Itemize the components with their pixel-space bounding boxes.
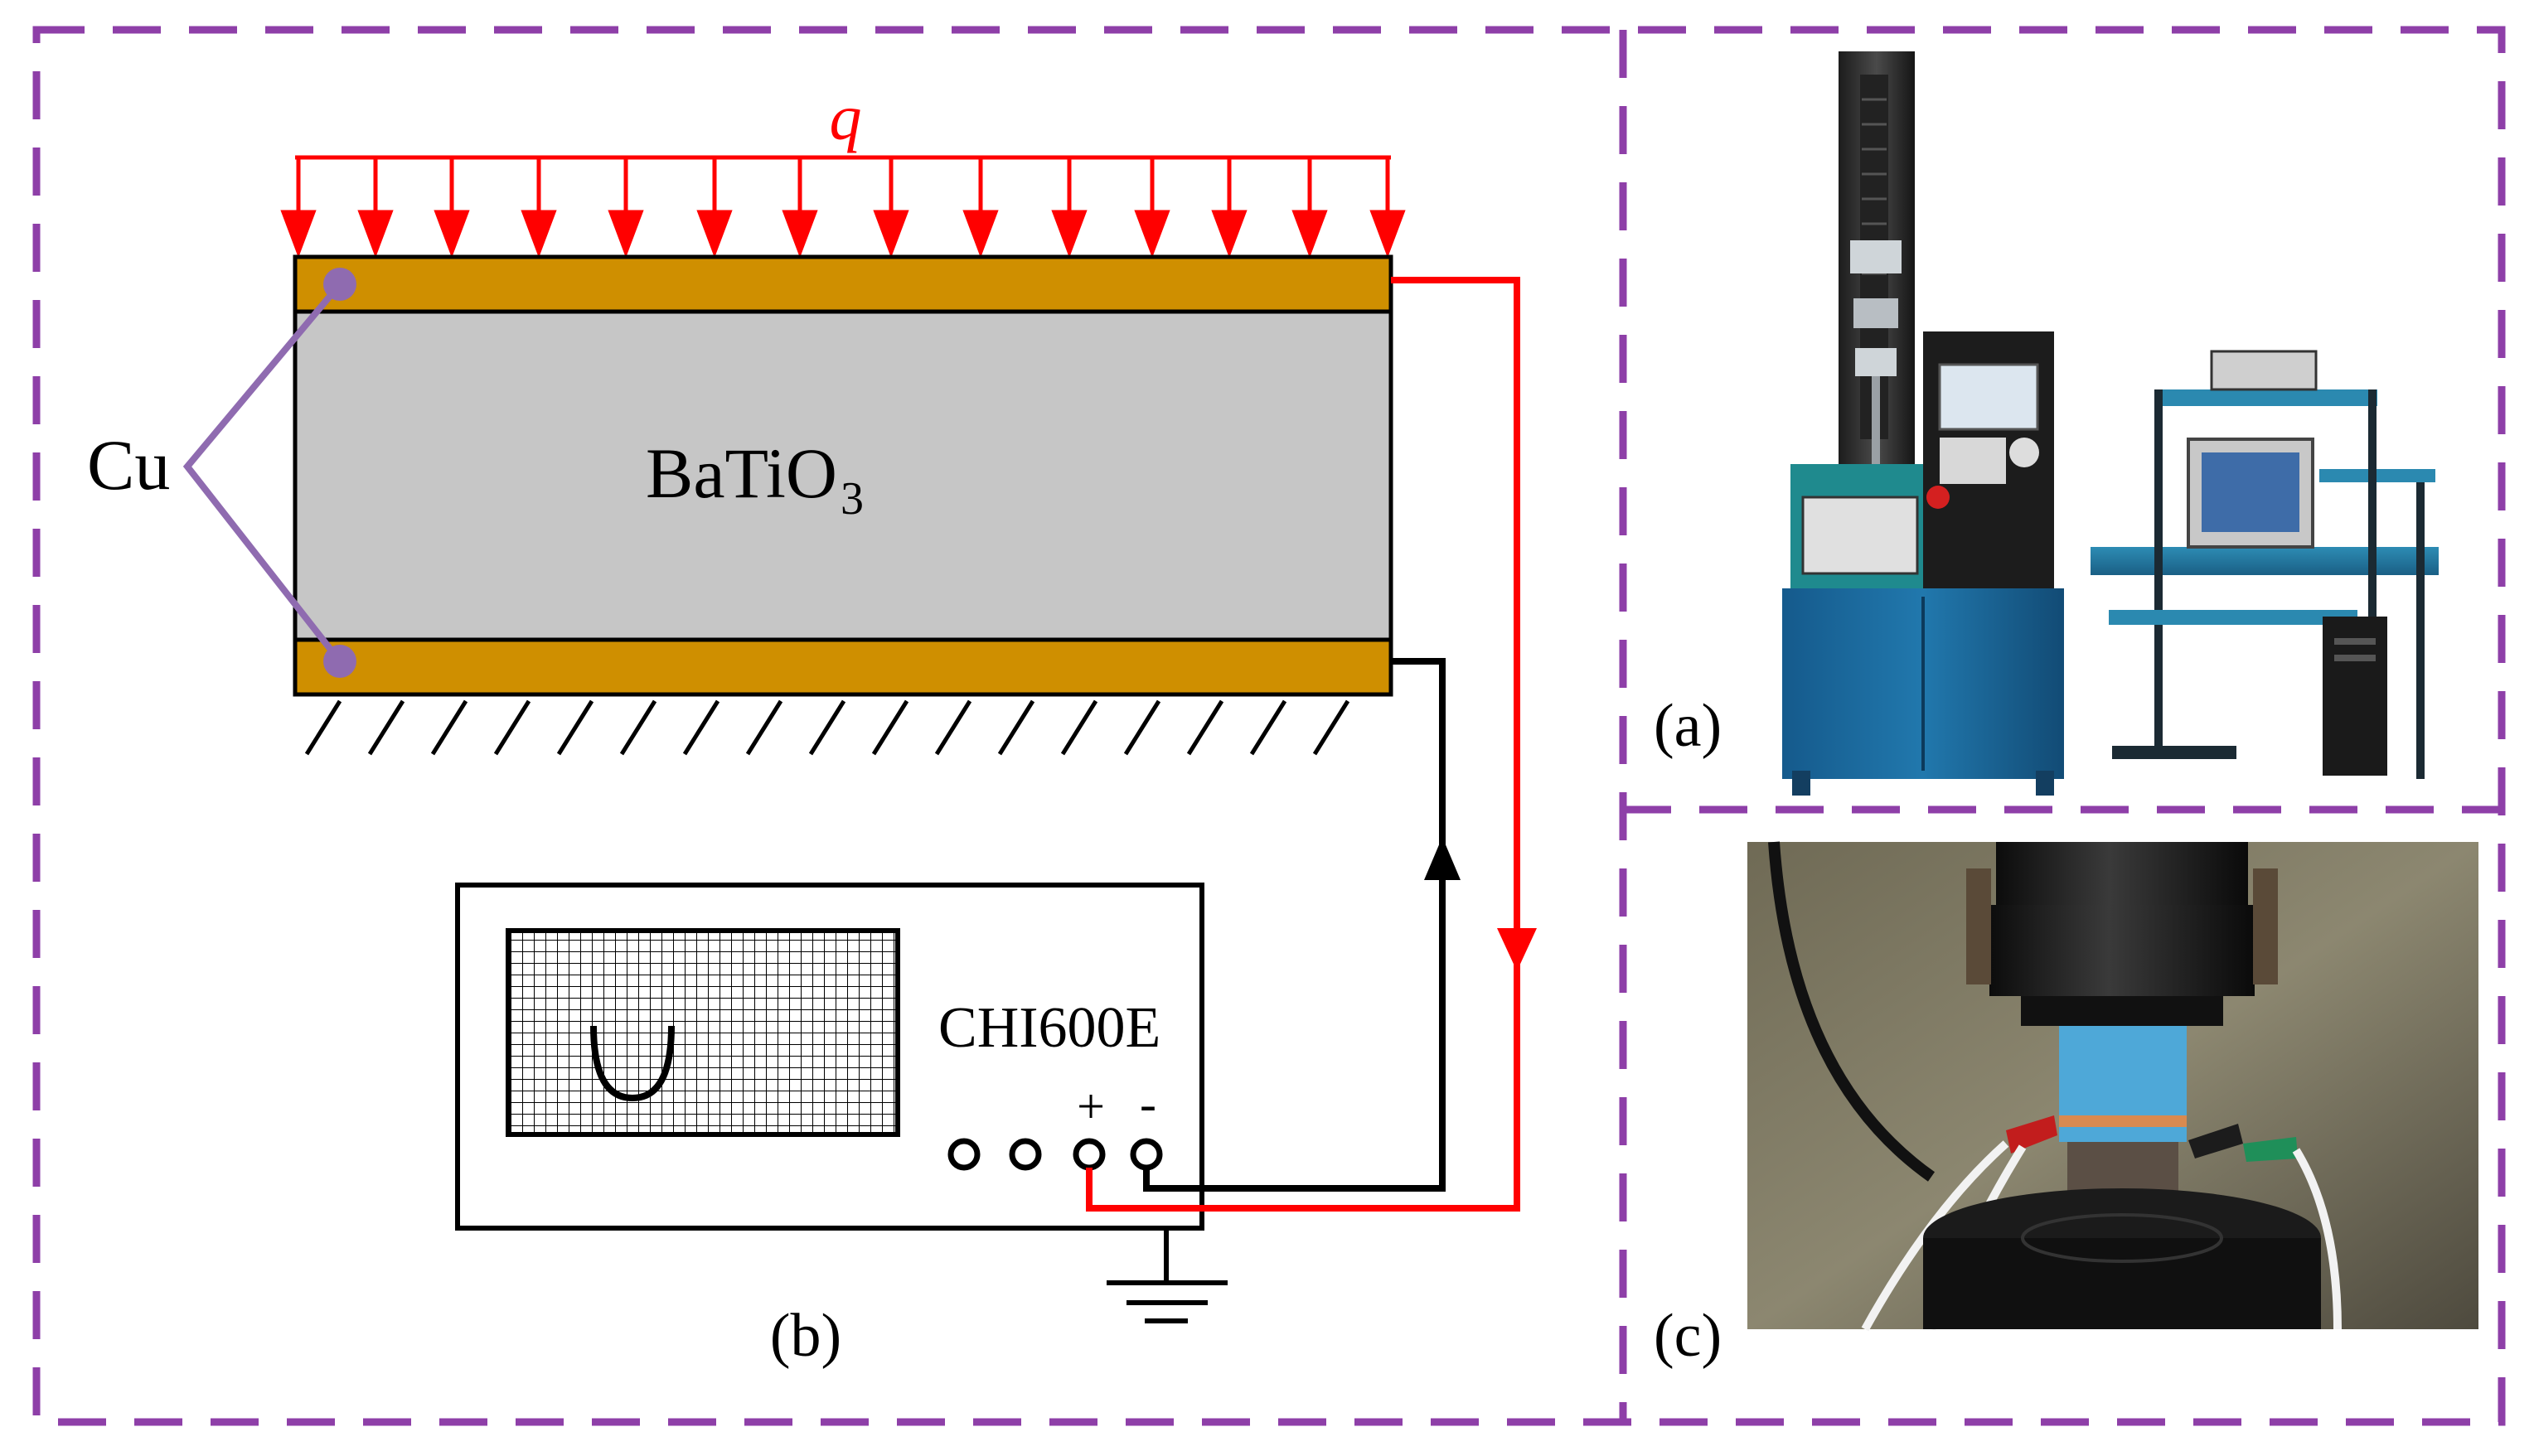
load-label: q bbox=[830, 81, 862, 153]
computer-desk-top bbox=[2091, 547, 2439, 575]
terminal-negative bbox=[1130, 1138, 1163, 1171]
load-arrow-head bbox=[1051, 210, 1088, 259]
load-arrow-head bbox=[608, 210, 644, 259]
load-arrows bbox=[280, 157, 1406, 259]
panel-a-testing-machine: (a) bbox=[1654, 51, 2439, 796]
panel-frames bbox=[32, 26, 2506, 1426]
controller-keypad bbox=[1940, 438, 2006, 484]
hatch-line bbox=[430, 699, 468, 756]
load-arrow-head bbox=[521, 210, 557, 259]
screen-waveform bbox=[590, 1025, 675, 1102]
hatch-line bbox=[1123, 699, 1161, 756]
instrument-terminals bbox=[947, 1138, 1163, 1171]
desk-keyboard-tray bbox=[2109, 610, 2357, 625]
test-lead-clips bbox=[2006, 1115, 2298, 1162]
outer-dashed-frame bbox=[32, 26, 2506, 1426]
hatch-line bbox=[745, 699, 783, 756]
upper-grip bbox=[1850, 240, 1902, 273]
platen-neck bbox=[2021, 996, 2223, 1026]
fixed-support-hatching bbox=[304, 699, 1350, 756]
hatch-line bbox=[1312, 699, 1350, 756]
hatch-line bbox=[367, 699, 405, 756]
hatch-line bbox=[493, 699, 531, 756]
load-arrow-head bbox=[1134, 210, 1170, 259]
lower-platen-body bbox=[1923, 1238, 2321, 1329]
printer bbox=[2210, 350, 2318, 391]
monitor-screen bbox=[2202, 452, 2299, 532]
load-arrow-head bbox=[696, 210, 733, 259]
batio3-ceramic bbox=[293, 309, 1393, 642]
hatch-line bbox=[304, 699, 342, 756]
panel-c-specimen-photo: (c) bbox=[1654, 841, 2478, 1370]
current-arrow-down bbox=[1497, 928, 1537, 971]
panel-b-schematic: q BaTiO 3 Cu CHI600E + - bbox=[87, 81, 1537, 1370]
load-arrow-head bbox=[357, 210, 394, 259]
load-arrow-head bbox=[782, 210, 818, 259]
negative-lead-wire bbox=[1143, 658, 1446, 1192]
controller-knob bbox=[2009, 438, 2039, 467]
spring-right bbox=[2253, 868, 2278, 984]
instrument-screen bbox=[506, 928, 900, 1137]
panel-b-label: (b) bbox=[770, 1302, 841, 1370]
hatch-line bbox=[934, 699, 972, 756]
electrode-label: Cu bbox=[87, 425, 170, 505]
instrument-label: CHI600E bbox=[938, 996, 1160, 1060]
load-arrow-head bbox=[1211, 210, 1248, 259]
lower-grip bbox=[1855, 348, 1897, 376]
top-electrode-contact-dot bbox=[323, 268, 356, 301]
hatch-line bbox=[1186, 699, 1224, 756]
top-cu-electrode bbox=[293, 254, 1393, 314]
controller-display bbox=[1938, 363, 2039, 431]
emergency-stop bbox=[1926, 486, 1950, 509]
distributed-load bbox=[280, 155, 1406, 259]
hatch-line bbox=[619, 699, 657, 756]
background-cable bbox=[1768, 841, 1936, 1182]
current-arrow-up bbox=[1424, 837, 1461, 880]
desk-side-shelf bbox=[2319, 469, 2435, 482]
specimen-label-sub: 3 bbox=[841, 473, 864, 525]
hatch-line bbox=[556, 699, 594, 756]
hatch-line bbox=[997, 699, 1035, 756]
base-nameplate bbox=[1801, 496, 1919, 575]
hatch-line bbox=[682, 699, 720, 756]
load-arrow-head bbox=[1291, 210, 1328, 259]
terminal-2 bbox=[1009, 1138, 1042, 1171]
load-rod bbox=[1872, 376, 1880, 484]
panel-c-label: (c) bbox=[1654, 1302, 1722, 1370]
cu-pointer bbox=[182, 282, 343, 664]
load-arrow-head bbox=[962, 210, 999, 259]
bottom-electrode-contact-dot bbox=[323, 645, 356, 678]
upper-platen-collar bbox=[1989, 905, 2255, 996]
load-arrow-head bbox=[434, 210, 470, 259]
desk-upper-shelf bbox=[2162, 389, 2377, 406]
specimen-label-main: BaTiO bbox=[646, 433, 837, 513]
hatch-line bbox=[808, 699, 846, 756]
upper-fixture bbox=[1853, 298, 1898, 328]
load-arrow-head bbox=[873, 210, 909, 259]
upper-platen bbox=[1996, 842, 2248, 905]
spring-left bbox=[1966, 868, 1991, 984]
positive-sign: + bbox=[1077, 1079, 1105, 1134]
bottom-cu-electrode bbox=[293, 637, 1393, 697]
hatch-line bbox=[1249, 699, 1287, 756]
hatch-line bbox=[871, 699, 909, 756]
panel-a-label: (a) bbox=[1654, 692, 1722, 760]
load-arrow-head bbox=[1369, 210, 1406, 259]
load-arrow-head bbox=[280, 210, 317, 259]
negative-sign: - bbox=[1140, 1076, 1156, 1131]
hatch-line bbox=[1060, 699, 1098, 756]
copper-wire-wrap bbox=[2059, 1115, 2187, 1127]
terminal-positive bbox=[1073, 1138, 1106, 1171]
terminal-1 bbox=[947, 1138, 981, 1171]
ground-symbol bbox=[1107, 1228, 1228, 1323]
positive-lead-wire bbox=[1086, 277, 1520, 1212]
